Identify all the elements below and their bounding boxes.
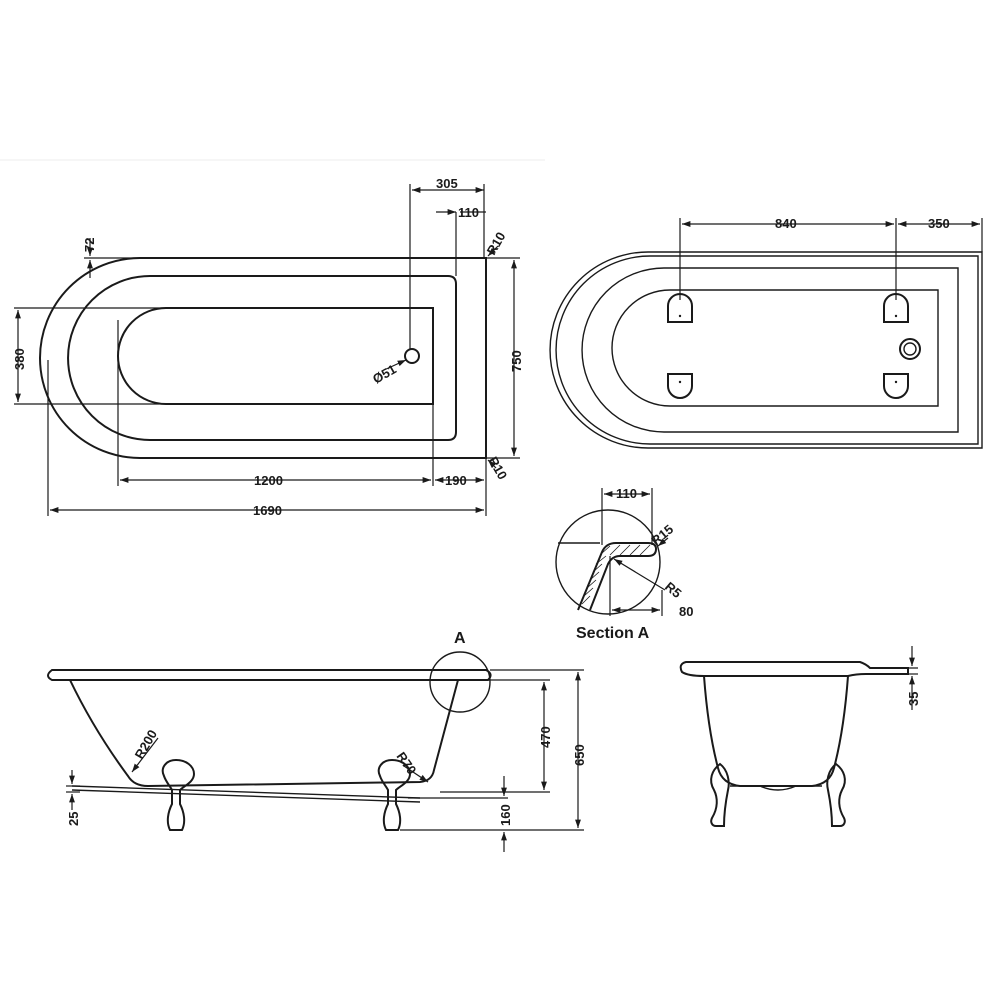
underside-view: 840 350 — [549, 216, 983, 449]
dim-rim-end: 110 — [458, 205, 479, 220]
underside-inner-rim — [581, 267, 959, 433]
dim-overall-length: 1690 — [253, 503, 282, 518]
waste-outlet — [404, 348, 420, 364]
side-body — [69, 679, 459, 788]
foot-pad-icon — [667, 373, 693, 399]
dim-overall-width: 750 — [509, 350, 524, 372]
dim-rim-thickness: 35 — [906, 692, 921, 706]
section-a-title: Section A — [576, 625, 650, 642]
foot-pad-icon — [883, 373, 909, 399]
section-a-detail: 110 R15 R5 80 Section A — [555, 486, 693, 642]
underside-outer-rim — [549, 251, 983, 449]
dim-inner-width: 380 — [12, 348, 27, 370]
underside-rim-edge — [555, 255, 979, 445]
claw-foot-icon — [161, 758, 196, 831]
claw-foot-icon — [826, 762, 846, 827]
plan-inner-rim — [67, 275, 457, 441]
dim-radius-top: R10 — [484, 229, 509, 257]
dim-end-offset: 190 — [445, 473, 467, 488]
dim-radius-large: R200 — [132, 727, 161, 761]
underside-basin — [611, 289, 939, 407]
dim-overall-height: 650 — [572, 744, 587, 766]
waste-outlet-underside — [899, 338, 921, 360]
section-marker-circle — [429, 651, 491, 713]
dim-waste-offset: 305 — [436, 176, 458, 191]
dim-feet-spacing: 840 — [775, 216, 797, 231]
dim-feet-end-offset: 350 — [928, 216, 950, 231]
plan-outer-rim — [39, 257, 487, 459]
end-rim — [679, 661, 909, 677]
plan-basin — [117, 307, 434, 405]
dim-foot-lift: 25 — [66, 812, 81, 826]
plan-view: 72 305 110 R10 R10 750 380 Ø51 — [12, 176, 524, 518]
claw-foot-icon — [710, 762, 730, 827]
claw-foot-icon — [377, 758, 412, 831]
dim-inner-length: 1200 — [254, 473, 283, 488]
dim-inner-radius: R5 — [662, 579, 684, 601]
end-view: 35 — [679, 646, 921, 827]
section-a-circle — [555, 509, 661, 615]
side-rim — [47, 669, 492, 681]
section-a-hatch — [581, 544, 651, 605]
foot-pad-icon — [883, 293, 909, 323]
dim-rim-width: 110 — [616, 486, 637, 501]
dim-base-clearance: 160 — [498, 804, 513, 826]
dim-wall-depth: 80 — [679, 604, 693, 619]
section-a-rim-profile — [577, 542, 658, 611]
dim-inner-depth: 470 — [538, 726, 553, 748]
dim-rim-top: 72 — [82, 238, 97, 252]
foot-pad-icon — [667, 293, 693, 323]
section-marker-label: A — [454, 630, 466, 647]
side-view: A R200 R70 470 650 160 25 — [47, 630, 587, 852]
